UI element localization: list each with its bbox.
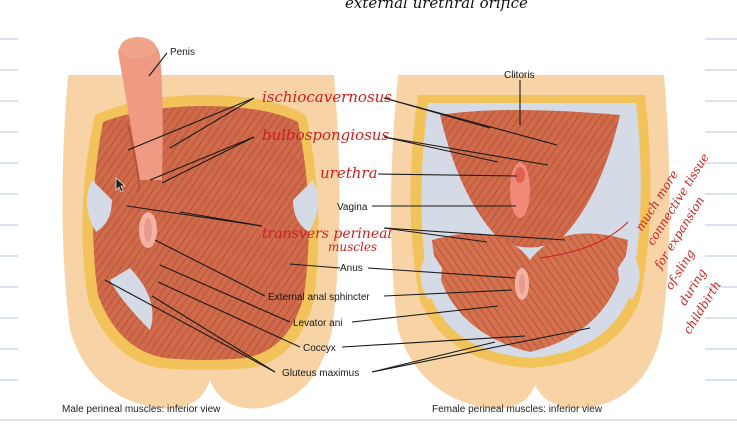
note-ischiocavernosus: ischiocavernosus bbox=[262, 88, 392, 106]
label-penis: Penis bbox=[170, 47, 195, 58]
note-transverse-perineal: transvers perineal bbox=[262, 226, 392, 242]
label-gluteus-maximus: Gluteus maximus bbox=[282, 368, 359, 379]
label-external-anal-sphincter: External anal sphincter bbox=[268, 292, 370, 303]
side-note-arrow bbox=[539, 221, 629, 259]
label-vagina: Vagina bbox=[337, 202, 368, 213]
caption-male: Male perineal muscles: inferior view bbox=[62, 404, 221, 415]
note-transverse-perineal-2: muscles bbox=[328, 240, 377, 254]
label-clitoris: Clitoris bbox=[504, 70, 535, 81]
label-anus: Anus bbox=[340, 263, 363, 274]
label-coccyx: Coccyx bbox=[303, 343, 336, 354]
leader-lines bbox=[104, 52, 591, 373]
caption-female: Female perineal muscles: inferior view bbox=[432, 404, 603, 415]
notebook-rules bbox=[0, 38, 737, 421]
mouse-cursor-icon bbox=[115, 177, 126, 193]
male-perineum-illustration bbox=[62, 37, 340, 409]
note-urethra: urethra bbox=[320, 164, 378, 182]
note-bulbospongiosus: bulbospongiosus bbox=[262, 126, 389, 144]
label-levator-ani: Levator ani bbox=[293, 318, 342, 329]
female-perineum-illustration bbox=[391, 75, 670, 409]
handwritten-top-note: external urethral orifice bbox=[345, 0, 528, 12]
